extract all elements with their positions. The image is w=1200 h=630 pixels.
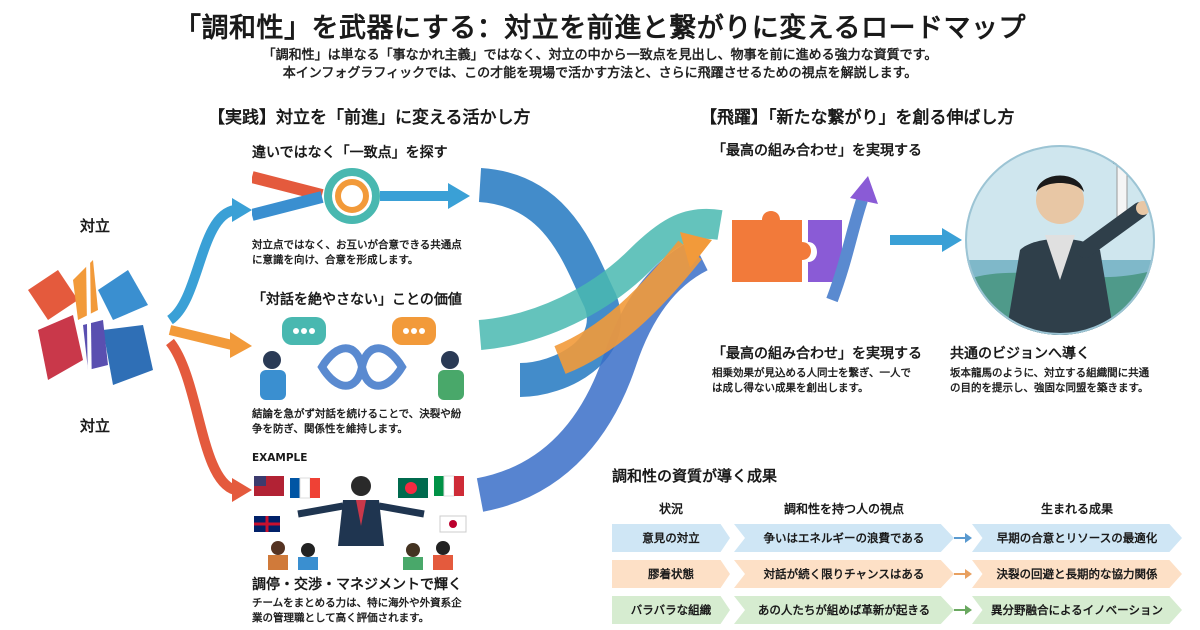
conflict-top-label: 対立	[80, 217, 111, 235]
practice-item-2-body-2: 争を防ぎ、関係性を維持します。	[252, 423, 408, 435]
leap-item-2-title: 共通のビジョンへ導く	[950, 346, 1090, 362]
row-2-view: 対話が続く限りチャンスはある	[734, 560, 954, 588]
conflict-burst-icon	[28, 254, 153, 396]
leap-item-1-body-1: 相乗効果が見込める人同士を繋ぎ、一人で	[712, 367, 911, 379]
practice-item-1-body-2: に意識を向け、合意を形成します。	[252, 254, 419, 266]
table-row: バラバラな組織 あの人たちが組めば革新が起きる 異分野融合によるイノベーション	[612, 596, 1192, 624]
conflict-bottom-label: 対立	[80, 417, 111, 435]
knot-arrow-icon	[252, 168, 470, 224]
subtitle-line-1: 「調和性」は単なる「事なかれ主義」ではなく、対立の中から一致点を見出し、物事を前…	[262, 48, 938, 63]
practice-item-2-body-1: 結論を急がず対話を続けることで、決裂や紛	[252, 408, 462, 420]
row-3-situation: バラバラな組織	[612, 596, 730, 624]
practice-item-3-body-2: 業の管理職として高く評価されます。	[252, 612, 430, 624]
row-2-situation: 膠着状態	[612, 560, 730, 588]
table-row: 意見の対立 争いはエネルギーの浪費である 早期の合意とリソースの最適化	[612, 524, 1192, 552]
practice-item-1-title: 違いではなく「一致点」を探す	[252, 145, 448, 161]
col-header-view: 調和性を持つ人の視点	[783, 502, 904, 516]
practice-item-2-title: 「対話を絶やさない」ことの価値	[252, 292, 462, 308]
puzzle-arrow-icon	[732, 176, 878, 303]
leap-item-2-body-2: の目的を提示し、強固な同盟を築きます。	[950, 382, 1149, 394]
visionary-lighthouse-icon	[965, 145, 1155, 335]
puzzle-caption: 「最高の組み合わせ」を実現する	[712, 143, 922, 159]
leap-item-2-body-1: 坂本龍馬のように、対立する組織間に共通	[950, 367, 1150, 379]
col-header-result: 生まれる成果	[1040, 502, 1113, 516]
col-header-situation: 状況	[658, 502, 683, 516]
leap-item-1-body-2: は成し得ない成果を創出します。	[712, 382, 869, 394]
table-row: 膠着状態 対話が続く限りチャンスはある 決裂の回避と長期的な協力関係	[612, 560, 1192, 588]
subtitle-line-2: 本インフォグラフィックでは、この才能を現場で活かす方法と、さらに飛躍させるための…	[282, 66, 918, 81]
example-tag: EXAMPLE	[252, 452, 308, 464]
row-2-result: 決裂の回避と長期的な協力関係	[972, 560, 1182, 588]
arrow-right-icon	[954, 605, 972, 615]
row-1-situation: 意見の対立	[612, 524, 730, 552]
page-title: 「調和性」を武器にする：対立を前進と繋がりに変えるロードマップ	[174, 13, 1026, 44]
arrow-right-icon	[954, 533, 972, 543]
dialogue-infinity-icon	[260, 317, 464, 400]
practice-item-1-body-1: 対立点ではなく、お互いが合意できる共通点	[252, 239, 462, 251]
leap-item-1-title: 「最高の組み合わせ」を実現する	[712, 346, 922, 362]
results-heading: 調和性の資質が導く成果	[612, 467, 778, 485]
arrow-right-icon	[954, 569, 972, 579]
row-3-result: 異分野融合によるイノベーション	[972, 596, 1182, 624]
negotiator-flags-icon	[254, 475, 467, 570]
leap-heading: 【飛躍】「新たな繋がり」を創る伸ばし方	[700, 108, 1015, 128]
practice-heading: 【実践】対立を「前進」に変える活かし方	[208, 108, 531, 128]
row-3-view: あの人たちが組めば革新が起きる	[734, 596, 954, 624]
practice-item-3-body-1: チームをまとめる力は、特に海外や外資系企	[252, 597, 462, 609]
row-1-view: 争いはエネルギーの浪費である	[734, 524, 954, 552]
practice-item-3-title: 調停・交渉・マネジメントで輝く	[252, 577, 462, 593]
row-1-result: 早期の合意とリソースの最適化	[972, 524, 1182, 552]
